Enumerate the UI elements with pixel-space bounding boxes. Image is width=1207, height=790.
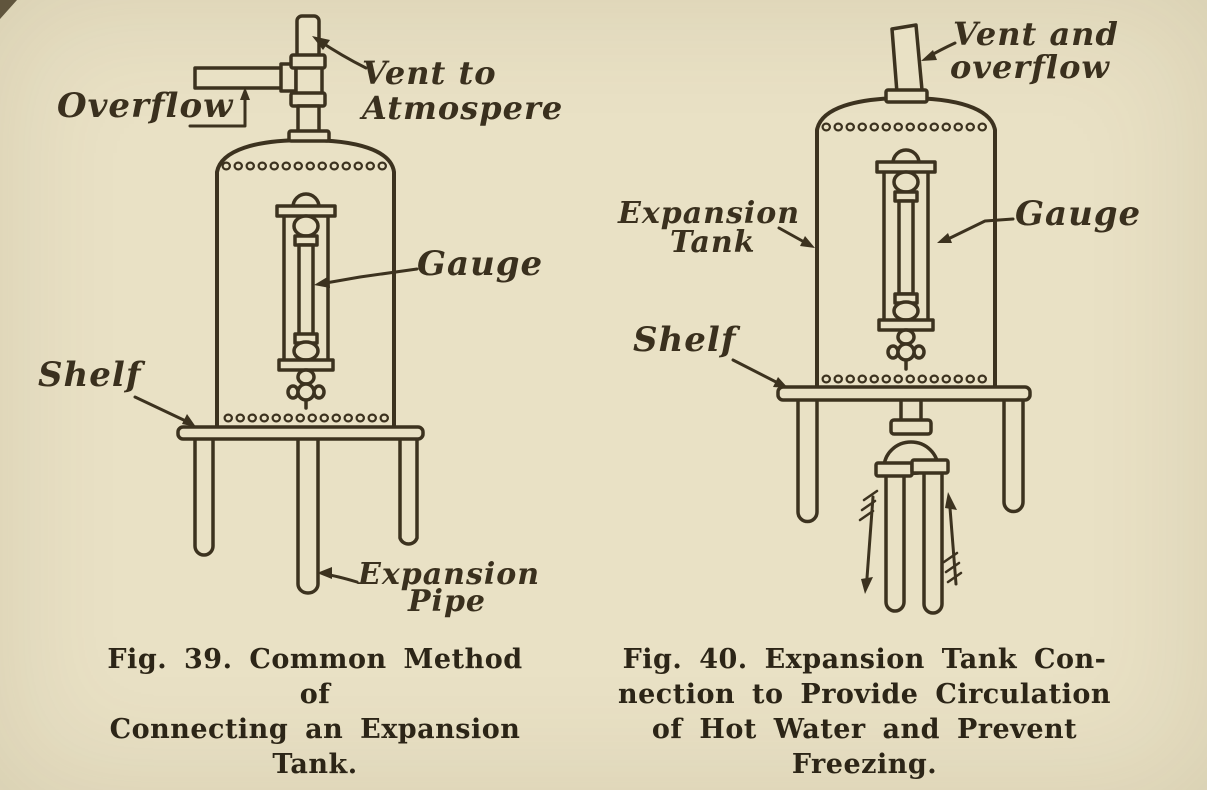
fig40-label-vent-line2: overflow xyxy=(950,48,1110,86)
fig39-overflow-pipe xyxy=(193,66,285,90)
fig40-up-pipe xyxy=(922,471,944,615)
fig39-drain-cock xyxy=(286,382,326,410)
fig40-shelf xyxy=(776,385,1032,402)
fig39-overflow-leader xyxy=(188,90,247,128)
fig39-right-leg xyxy=(398,434,419,546)
fig40-label-tank-line1: Expansion xyxy=(617,196,800,231)
fig40-gauge-leader xyxy=(944,217,1015,242)
fig39-label-vent-line1: Vent to xyxy=(362,54,497,92)
fig39-label-vent-line2: Atmospere xyxy=(359,89,563,127)
fig40-label-tank-line2: Tank xyxy=(670,225,756,260)
fig40-caption-line4: Freezing. xyxy=(791,749,938,780)
fig40-gauge-glass xyxy=(897,199,915,296)
fig39-drawing: Overflow Vent to Atmospere Gauge Shelf E… xyxy=(38,14,563,619)
fig39-label-gauge: Gauge xyxy=(417,244,543,284)
fig39-label-shelf: Shelf xyxy=(38,355,146,395)
fig40-flow-arrow-down xyxy=(858,489,879,594)
fig40-caption-line3: of Hot Water and Prevent xyxy=(651,714,1078,745)
fig39-gauge xyxy=(275,192,337,410)
fig40-right-leg xyxy=(1002,396,1025,514)
fig39-label-pipe-line1: Expansion xyxy=(357,557,540,592)
fig39-caption-line1: Fig. 39. Common Method of xyxy=(107,644,523,710)
fig40-caption: Fig. 40. Expansion Tank Con- nection to … xyxy=(612,642,1117,782)
fig39-label-overflow: Overflow xyxy=(57,86,234,126)
fig39-caption: Fig. 39. Common Method of Connecting an … xyxy=(85,642,545,782)
fig40-tank-leader xyxy=(777,226,808,245)
fig40-drawing: Vent and overflow Expansion Tank Gauge S… xyxy=(617,15,1141,615)
fig40-drain-cock xyxy=(886,342,926,371)
fig40-circulation-pipes xyxy=(874,396,950,615)
fig39-left-leg xyxy=(193,434,215,557)
fig39-caption-line2: Connecting an Expansion xyxy=(109,714,521,745)
fig40-down-pipe xyxy=(884,474,906,613)
fig40-shelf-leader xyxy=(731,358,782,386)
fig39-shelf-leader xyxy=(133,395,192,425)
fig39-expansion-pipe xyxy=(296,434,320,595)
fig40-gauge xyxy=(875,148,937,371)
fig39-leaders xyxy=(133,36,419,584)
fig40-label-vent-line1: Vent and xyxy=(953,15,1119,53)
fig39-gauge-glass xyxy=(297,243,315,337)
fig40-leaders xyxy=(731,41,1015,388)
fig40-caption-line1: Fig. 40. Expansion Tank Con- xyxy=(622,644,1107,675)
fig39-gauge-leader xyxy=(318,267,419,286)
fig40-label-shelf: Shelf xyxy=(633,320,741,360)
fig40-label-gauge: Gauge xyxy=(1015,194,1141,234)
fig39-caption-line3: Tank. xyxy=(272,749,358,780)
scan-corner-mark xyxy=(0,0,17,19)
fig39-label-pipe-line2: Pipe xyxy=(407,584,486,619)
fig40-vent-pipe xyxy=(884,23,929,104)
fig40-caption-line2: nection to Provide Circulation xyxy=(618,679,1111,710)
fig40-left-leg xyxy=(796,396,819,524)
fig40-flow-arrow-up xyxy=(942,492,963,586)
fig39-shelf xyxy=(176,425,425,441)
fig39-vent-pipe xyxy=(193,14,331,143)
